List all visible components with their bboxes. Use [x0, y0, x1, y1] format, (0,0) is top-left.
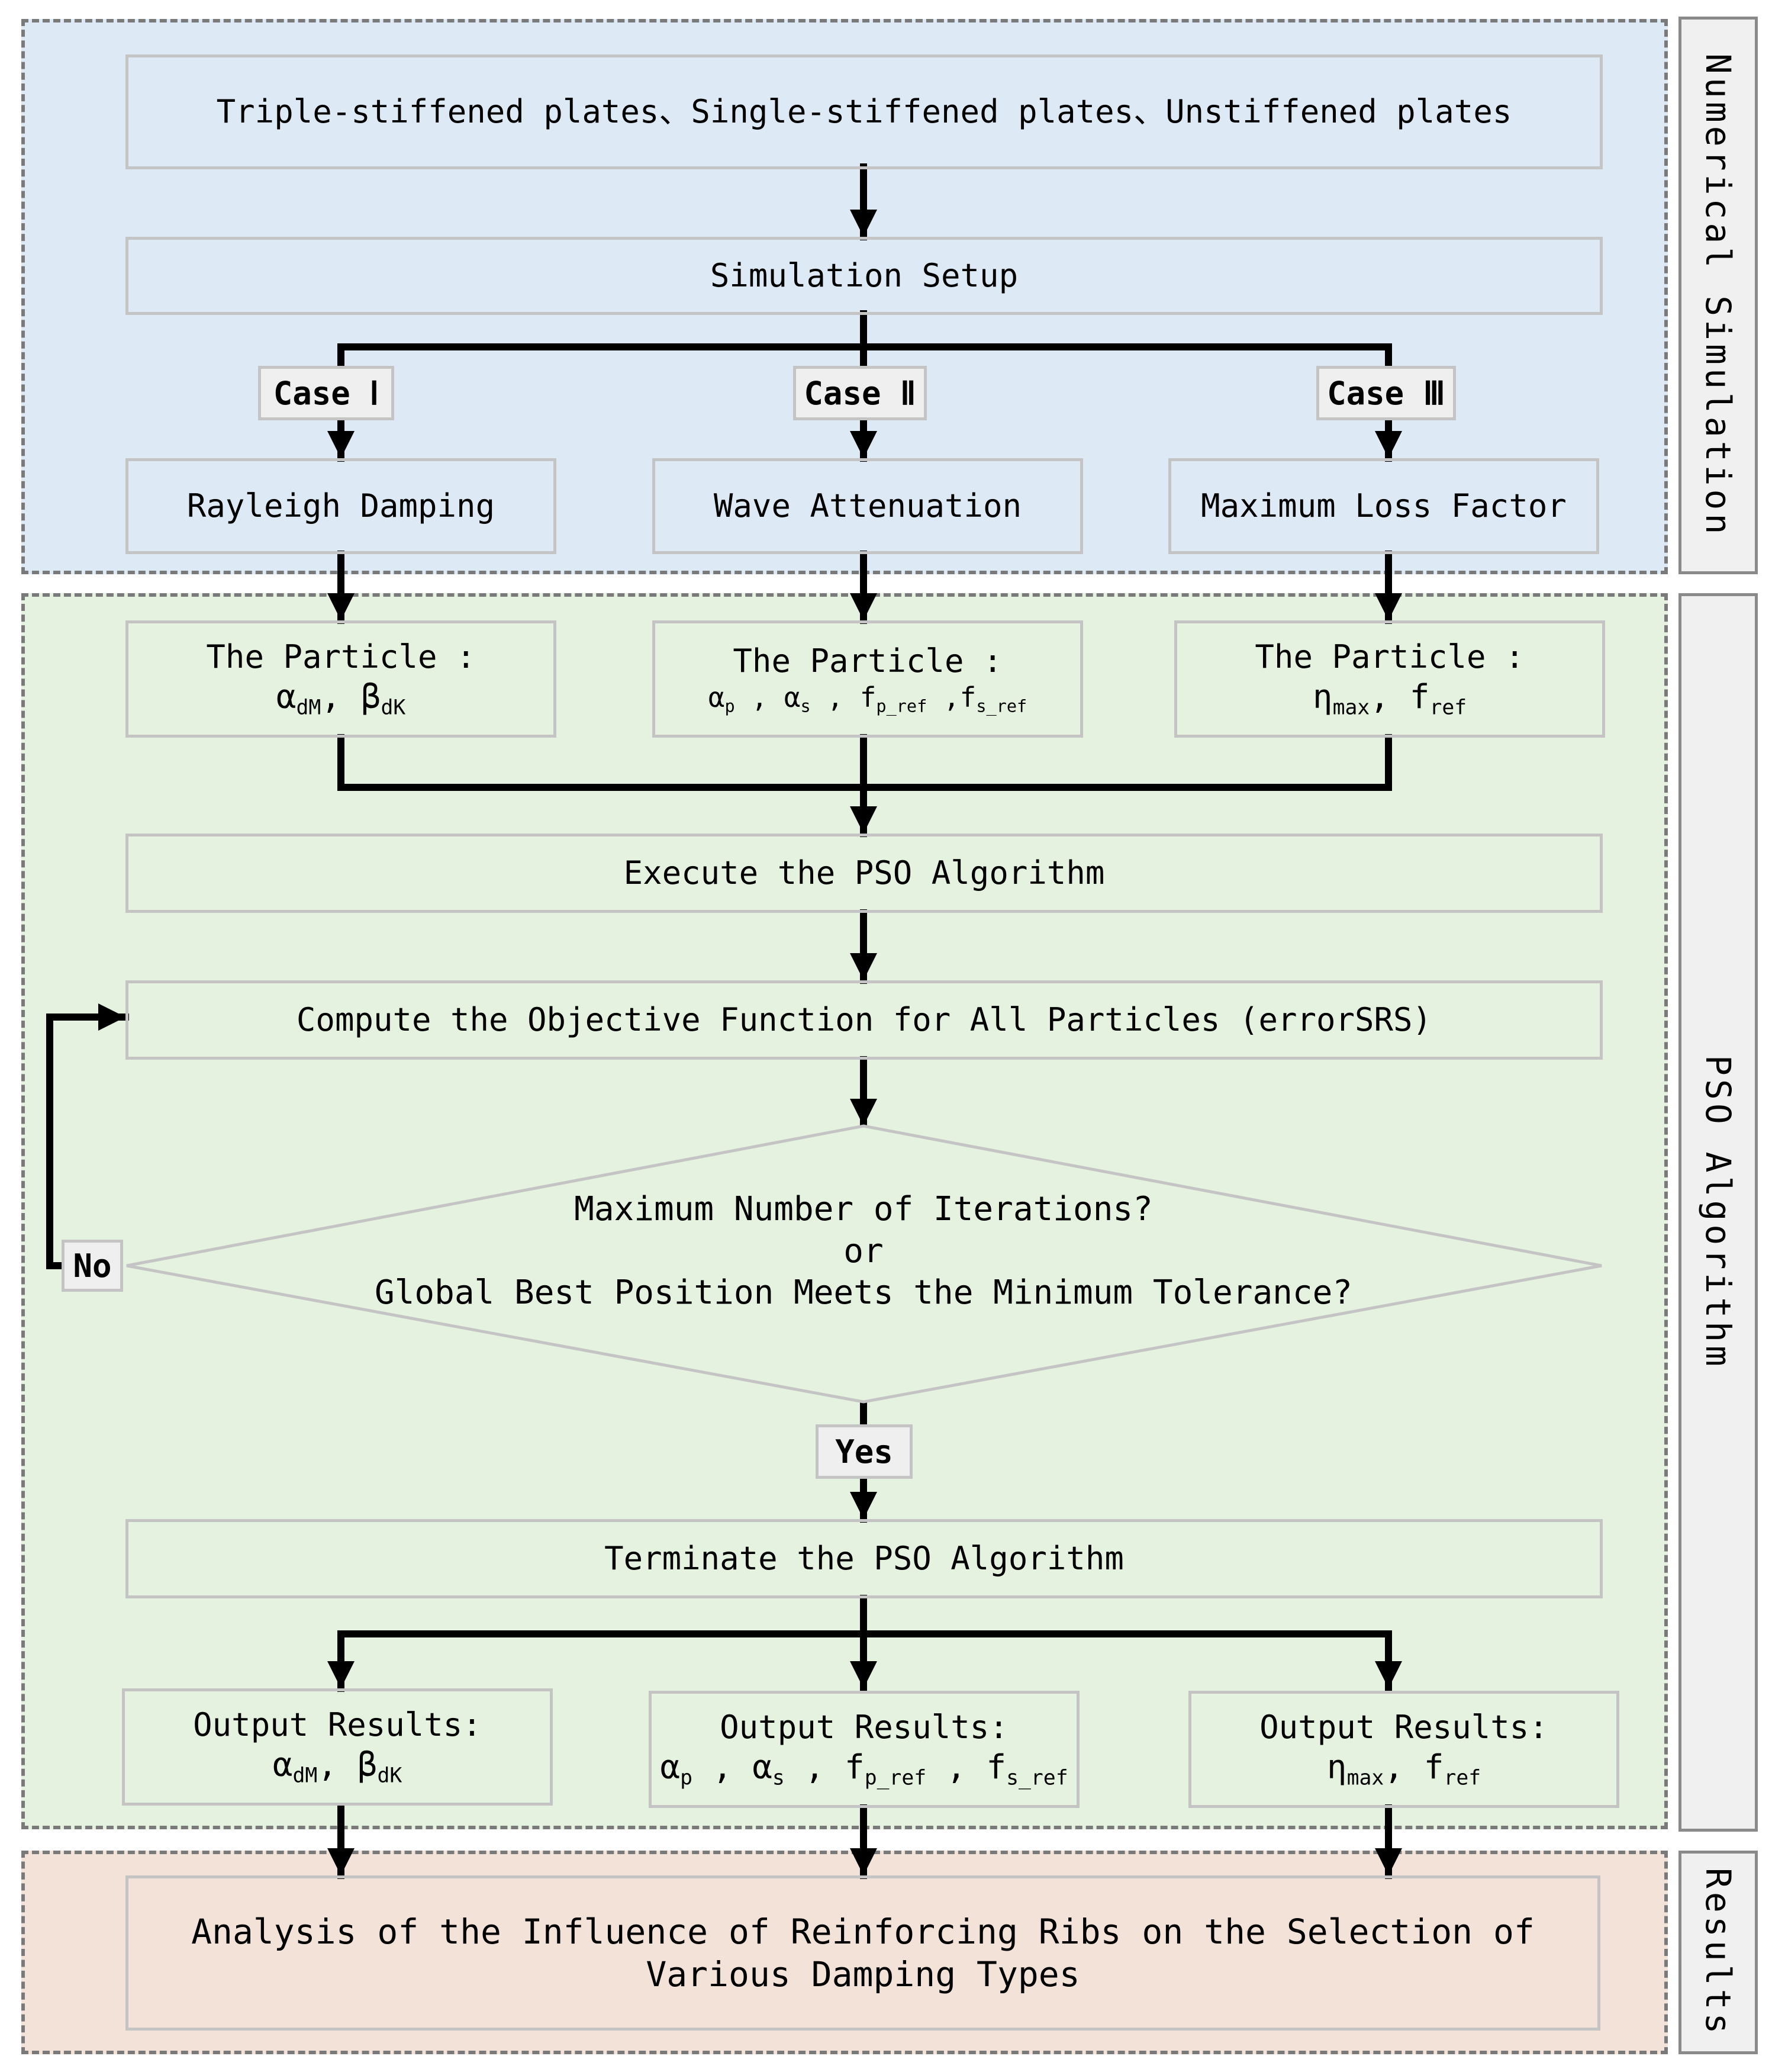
- compute-objective-box: Compute the Objective Function for All P…: [125, 980, 1603, 1060]
- output-formula-2: αp , αs , fp_ref , fs_ref: [660, 1748, 1068, 1790]
- results-label: Results: [1698, 1867, 1738, 2038]
- particle-box-2: The Particle : αp , αs , fp_ref ,fs_ref: [652, 620, 1083, 738]
- pso-algorithm-side-panel: PSO Algorithm: [1678, 593, 1758, 1832]
- numerical-simulation-side-panel: Numerical Simulation: [1678, 17, 1758, 574]
- numerical-simulation-region: [21, 19, 1668, 574]
- maximum-loss-factor-box: Maximum Loss Factor: [1168, 458, 1599, 554]
- results-side-panel: Results: [1678, 1851, 1758, 2054]
- yes-label: Yes: [816, 1424, 913, 1479]
- output-formula-1: αdM, βdK: [272, 1746, 402, 1788]
- analysis-result-box: Analysis of the Influence of Reinforcing…: [125, 1875, 1600, 2031]
- output-formula-3: ηmax, fref: [1326, 1748, 1481, 1790]
- numerical-simulation-label: Numerical Simulation: [1698, 53, 1738, 538]
- analysis-result-line-1: Analysis of the Influence of Reinforcing…: [191, 1911, 1535, 1952]
- particle-formula-1: αdM, βdK: [276, 678, 406, 720]
- wave-attenuation-text: Wave Attenuation: [713, 487, 1022, 525]
- case-1-label: Case Ⅰ: [258, 366, 394, 420]
- decision-text: Maximum Number of Iterations? or Global …: [272, 1189, 1455, 1314]
- decision-line-1: Maximum Number of Iterations?: [574, 1190, 1153, 1228]
- rayleigh-damping-box: Rayleigh Damping: [125, 458, 556, 554]
- simulation-setup-text: Simulation Setup: [710, 257, 1019, 295]
- compute-objective-text: Compute the Objective Function for All P…: [296, 1001, 1432, 1039]
- particle-box-1: The Particle : αdM, βdK: [125, 620, 556, 738]
- simulation-setup-box: Simulation Setup: [125, 237, 1603, 315]
- particle-title-2: The Particle :: [733, 642, 1003, 680]
- output-box-1: Output Results: αdM, βdK: [122, 1688, 553, 1806]
- terminate-pso-text: Terminate the PSO Algorithm: [604, 1540, 1124, 1578]
- analysis-result-line-2: Various Damping Types: [646, 1954, 1080, 1994]
- results-region: [21, 1851, 1668, 2054]
- output-title-2: Output Results:: [720, 1708, 1009, 1746]
- particle-box-3: The Particle : ηmax, fref: [1174, 620, 1605, 738]
- output-box-3: Output Results: ηmax, fref: [1188, 1691, 1619, 1808]
- decision-diamond: [126, 1124, 1602, 1404]
- terminate-pso-box: Terminate the PSO Algorithm: [125, 1519, 1603, 1598]
- no-label: No: [62, 1240, 123, 1292]
- output-title-1: Output Results:: [193, 1706, 482, 1743]
- decision-line-3: Global Best Position Meets the Minimum T…: [374, 1273, 1353, 1312]
- case-2-label: Case Ⅱ: [793, 366, 927, 420]
- execute-pso-text: Execute the PSO Algorithm: [623, 854, 1105, 892]
- particle-title-3: The Particle :: [1255, 638, 1525, 675]
- output-box-2: Output Results: αp , αs , fp_ref , fs_re…: [649, 1691, 1080, 1808]
- wave-attenuation-box: Wave Attenuation: [652, 458, 1083, 554]
- output-title-3: Output Results:: [1259, 1708, 1548, 1746]
- execute-pso-box: Execute the PSO Algorithm: [125, 834, 1603, 913]
- decision-line-2: or: [843, 1231, 884, 1270]
- loop-back-arrow: [46, 1003, 129, 1269]
- plate-types-box: Triple-stiffened plates、Single-stiffened…: [125, 54, 1603, 169]
- pso-algorithm-label: PSO Algorithm: [1698, 1055, 1738, 1370]
- particle-title-1: The Particle :: [206, 638, 476, 675]
- particle-formula-3: ηmax, fref: [1312, 678, 1467, 720]
- plate-types-text: Triple-stiffened plates、Single-stiffened…: [216, 93, 1512, 131]
- case-3-label: Case Ⅲ: [1316, 366, 1456, 420]
- particle-formula-2: αp , αs , fp_ref ,fs_ref: [708, 681, 1027, 716]
- rayleigh-damping-text: Rayleigh Damping: [186, 487, 495, 525]
- maximum-loss-factor-text: Maximum Loss Factor: [1201, 487, 1567, 525]
